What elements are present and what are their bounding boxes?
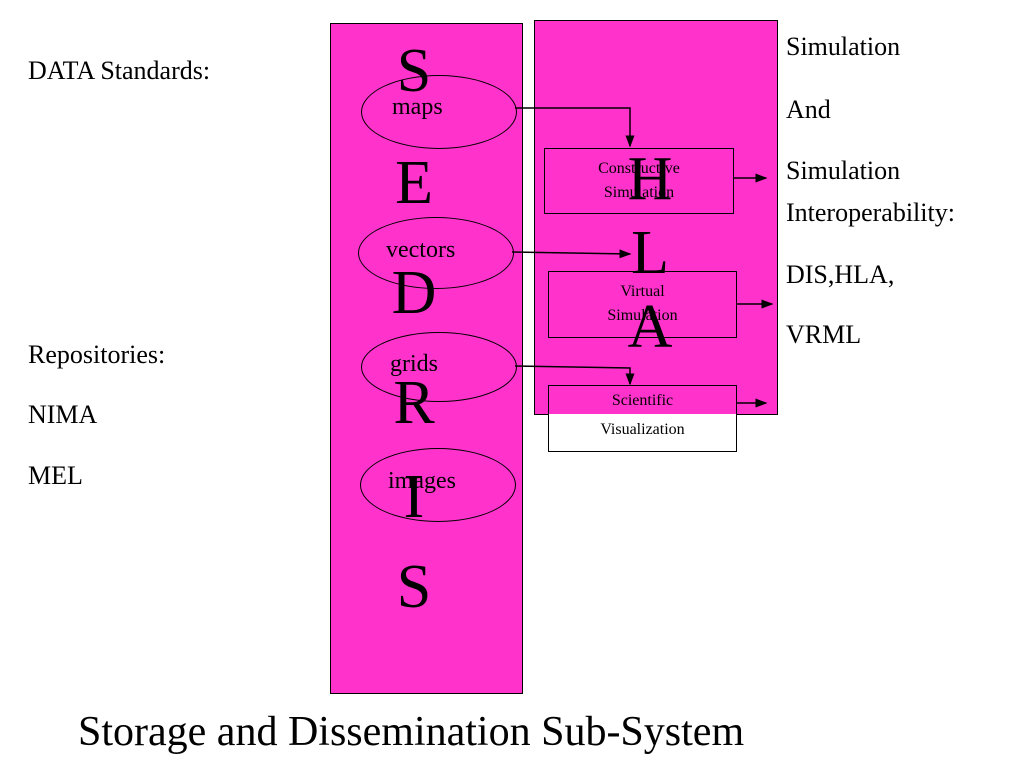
virtual-line1: Virtual	[620, 283, 665, 300]
constructive-simulation-box: Constructive Simulation	[544, 148, 734, 214]
scientific-box-pink-overlap	[549, 386, 736, 414]
hla-letter-a: A	[627, 293, 673, 361]
right-dis-hla: DIS,HLA,	[786, 260, 895, 289]
scientific-line2: Visualization	[600, 421, 685, 438]
vectors-label: vectors	[386, 237, 456, 263]
nima-label: NIMA	[28, 400, 98, 429]
grids-arrow	[514, 365, 635, 386]
virtual-simulation-box: Virtual Simulation	[548, 271, 737, 338]
maps-label: maps	[392, 94, 443, 120]
maps-arrow	[515, 107, 635, 148]
right-interoperability: Interoperability:	[786, 198, 955, 227]
right-simulation-2: Simulation	[786, 156, 901, 185]
images-oval	[360, 448, 516, 522]
sedris-letter-e: E	[395, 149, 433, 217]
repositories-label: Repositories:	[28, 340, 166, 369]
maps-oval	[361, 75, 517, 149]
virtual-line2: Simulation	[607, 307, 678, 324]
grids-label: grids	[390, 351, 438, 377]
right-vrml: VRML	[786, 320, 862, 349]
images-label: images	[388, 468, 456, 494]
hla-letter-h: H	[627, 145, 673, 213]
hla-letter-l: L	[631, 219, 669, 287]
sedris-letter-s2: S	[396, 553, 432, 621]
slide-title: Storage and Dissemination Sub-System	[78, 709, 745, 755]
mel-label: MEL	[28, 461, 83, 490]
scientific-line1-overlay: Scientific	[611, 392, 674, 409]
data-standards-label: DATA Standards:	[28, 56, 211, 85]
grids-oval	[361, 332, 517, 402]
right-and: And	[786, 95, 831, 124]
right-simulation-1: Simulation	[786, 32, 901, 61]
hla-panel	[534, 20, 778, 415]
constructive-line2: Simulation	[603, 184, 675, 201]
vectors-oval	[358, 217, 514, 289]
vectors-arrow	[511, 249, 632, 259]
constructive-line1: Constructive	[598, 160, 680, 177]
